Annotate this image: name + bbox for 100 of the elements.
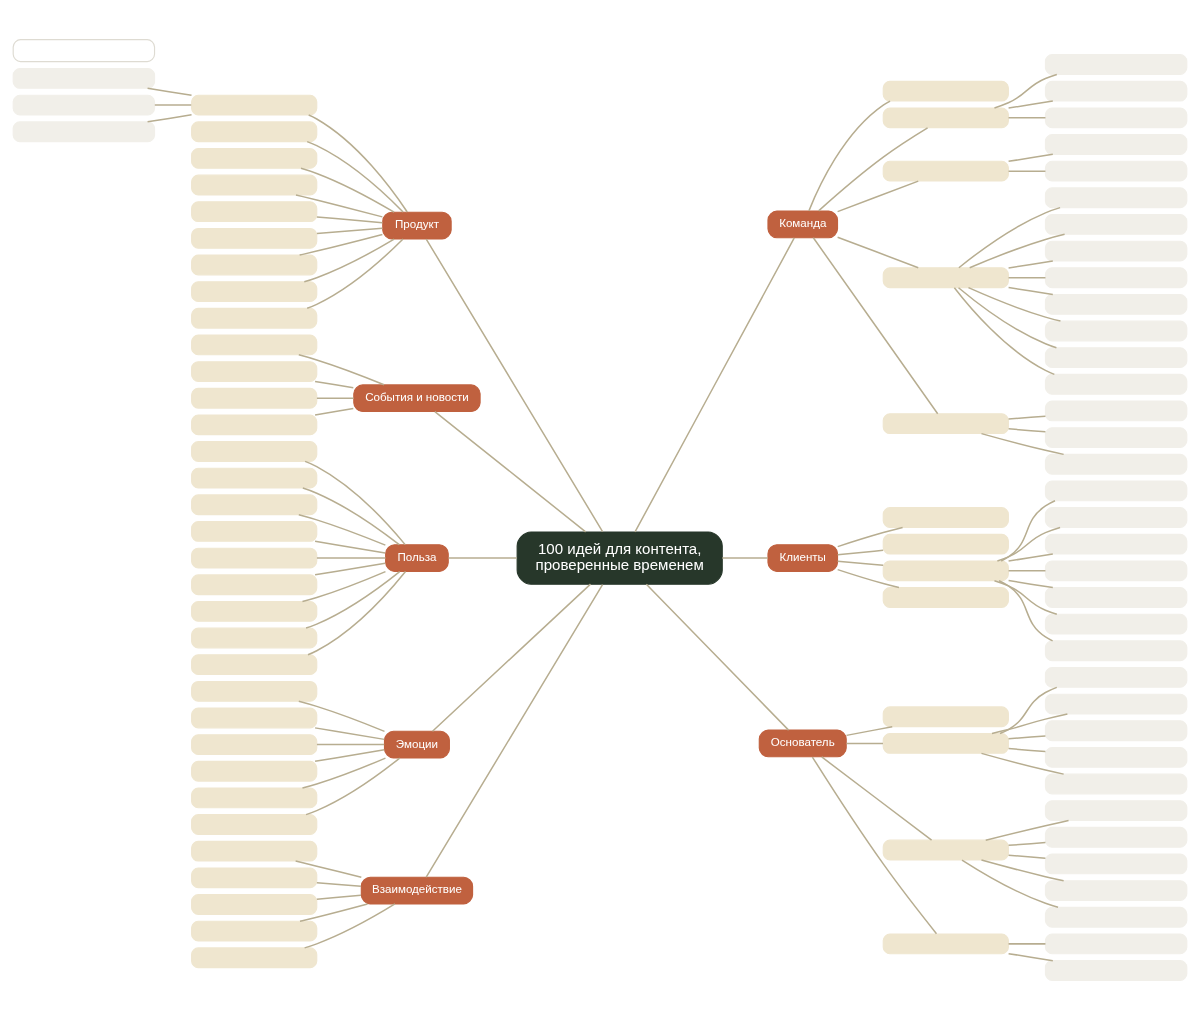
node-box: Клиенты xyxy=(767,544,839,572)
node-box xyxy=(191,787,318,809)
connector xyxy=(1007,117,1047,119)
node-box xyxy=(882,587,1009,608)
connector xyxy=(1007,943,1047,945)
connector xyxy=(303,238,395,283)
node-box xyxy=(12,68,156,89)
connector xyxy=(434,410,587,533)
connector xyxy=(999,686,1058,735)
connector xyxy=(298,700,386,733)
node-box xyxy=(1044,613,1188,635)
node-box xyxy=(1044,107,1188,129)
connector xyxy=(1000,500,1056,562)
node-box xyxy=(1044,134,1188,155)
node-box xyxy=(191,94,318,116)
connector xyxy=(836,526,904,548)
node-box xyxy=(882,533,1009,555)
node-box xyxy=(191,894,318,915)
connector xyxy=(836,568,900,589)
connector xyxy=(836,549,884,556)
node-box xyxy=(1044,720,1188,742)
connector xyxy=(316,216,384,224)
node-box xyxy=(1044,293,1188,315)
connector xyxy=(721,557,769,559)
node-box xyxy=(191,920,318,942)
node-box xyxy=(191,334,318,356)
connector xyxy=(314,727,386,741)
node-box xyxy=(191,147,318,169)
node-box xyxy=(882,80,1009,102)
node-box xyxy=(1044,880,1188,901)
node-box: События и новости xyxy=(353,384,481,413)
node-box xyxy=(1044,400,1188,422)
node-box xyxy=(882,267,1009,289)
node-box xyxy=(1044,853,1188,875)
connector xyxy=(314,380,355,389)
connector xyxy=(305,757,401,816)
connector xyxy=(146,87,193,97)
node-box: 100 идей для контента, проверенные временем xyxy=(516,531,723,585)
node-box xyxy=(191,574,318,596)
connector xyxy=(425,238,604,533)
node-box xyxy=(1044,187,1188,209)
connector xyxy=(836,236,919,269)
connector xyxy=(645,583,790,731)
connector xyxy=(958,206,1061,269)
connector xyxy=(980,432,1065,456)
connector xyxy=(447,557,518,559)
connector xyxy=(845,725,893,737)
node-box xyxy=(1044,80,1188,102)
node-box xyxy=(191,121,318,143)
node-box: Команда xyxy=(767,210,839,239)
connector xyxy=(812,237,939,415)
node-box xyxy=(1044,666,1188,688)
node-box xyxy=(1044,773,1188,795)
node-box: Польза xyxy=(385,544,449,572)
connector xyxy=(146,114,193,123)
connector xyxy=(1007,579,1054,589)
node-box xyxy=(1044,640,1188,662)
connector xyxy=(307,114,408,213)
node-box xyxy=(1044,54,1188,75)
node-box xyxy=(191,547,318,569)
connector xyxy=(305,570,401,629)
node-box xyxy=(1044,507,1188,528)
node-box xyxy=(191,947,318,969)
node-box xyxy=(1044,347,1188,369)
connector xyxy=(298,513,387,546)
connector xyxy=(845,742,884,745)
connector xyxy=(836,560,884,566)
connector xyxy=(993,580,1058,615)
connector xyxy=(316,894,362,900)
node-box xyxy=(191,387,318,409)
node-box xyxy=(882,160,1009,182)
connector xyxy=(1007,170,1047,172)
node-box xyxy=(191,840,318,862)
connector xyxy=(425,583,604,878)
node-box xyxy=(1044,214,1188,235)
connector xyxy=(953,286,1056,376)
connector xyxy=(811,756,938,935)
node-box xyxy=(1044,533,1188,555)
node-box xyxy=(191,734,318,756)
connector xyxy=(836,180,919,213)
connector xyxy=(808,100,891,212)
connector xyxy=(817,127,929,212)
connector xyxy=(980,859,1065,882)
connector xyxy=(314,540,386,554)
connector xyxy=(967,286,1062,322)
node-box xyxy=(191,521,318,542)
connector xyxy=(820,756,933,841)
node-box xyxy=(1044,560,1188,582)
connector xyxy=(1007,415,1047,420)
node-box xyxy=(1044,427,1188,448)
node-box xyxy=(191,760,318,782)
connector xyxy=(1007,260,1054,269)
connector xyxy=(634,237,795,533)
node-box xyxy=(882,933,1009,955)
node-box xyxy=(12,39,156,63)
node-box xyxy=(191,414,318,436)
connector xyxy=(306,238,404,310)
node-box xyxy=(191,627,318,649)
connector xyxy=(1007,747,1047,753)
connector xyxy=(1007,841,1047,847)
